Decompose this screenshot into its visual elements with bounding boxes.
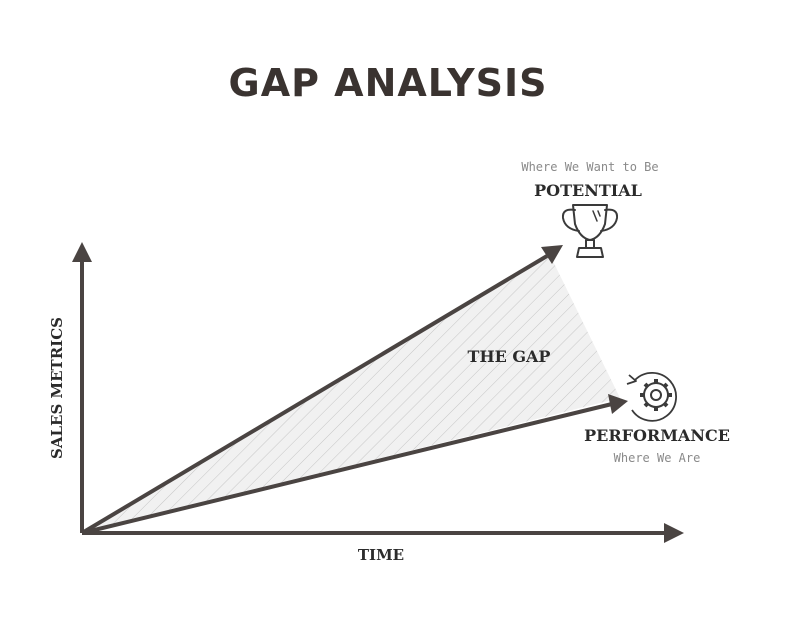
x-axis-label: TIME xyxy=(358,546,404,564)
gear-icon xyxy=(626,371,677,422)
performance-line xyxy=(81,402,613,535)
potential-arrow xyxy=(541,245,563,264)
potential-line xyxy=(80,254,549,535)
page-title: GAP ANALYSIS xyxy=(229,61,548,105)
potential-subtitle: Where We Want to Be xyxy=(521,160,658,174)
x-axis-arrow xyxy=(664,523,684,543)
gap-label: THE GAP xyxy=(468,347,551,366)
trophy-icon xyxy=(561,204,619,258)
potential-label: POTENTIAL xyxy=(534,181,642,200)
y-axis-label: SALES METRICS xyxy=(48,317,66,459)
performance-arrow xyxy=(608,394,628,414)
performance-subtitle: Where We Are xyxy=(614,451,701,465)
gap-area xyxy=(82,255,620,533)
y-axis-arrow xyxy=(72,242,92,262)
performance-label: PERFORMANCE xyxy=(584,426,730,445)
